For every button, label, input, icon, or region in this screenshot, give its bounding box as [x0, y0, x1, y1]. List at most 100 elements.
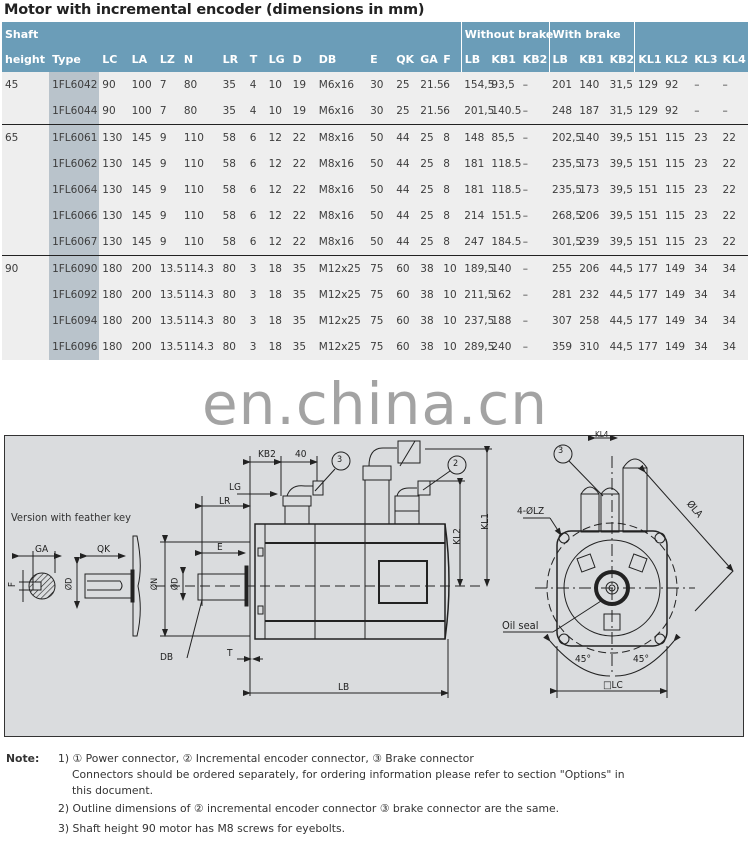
shaft-height-cell	[2, 151, 50, 177]
dim-label-f: F	[7, 581, 19, 588]
table-cell: M12x25	[315, 308, 368, 334]
table-cell: 58	[219, 203, 247, 229]
table-cell: 35	[289, 308, 316, 334]
table-cell: 58	[219, 229, 247, 256]
table-cell: M8x16	[315, 151, 368, 177]
table-cell: 9	[156, 151, 181, 177]
table-cell: 25	[417, 203, 441, 229]
table-cell: 90	[99, 98, 129, 125]
table-cell: 10	[265, 98, 290, 125]
table-cell: 151	[634, 124, 663, 151]
table-cell: 13.5	[156, 255, 183, 282]
table-cell: 34	[719, 308, 748, 334]
table-cell: 38	[417, 282, 441, 308]
table-cell: 110	[180, 151, 220, 177]
table-cell: 8	[440, 124, 462, 151]
table-cell: 44	[393, 177, 418, 203]
note-1: 1) ① Power connector, ② Incremental enco…	[58, 752, 474, 765]
table-cell: –	[519, 72, 550, 98]
table-cell: 44,5	[606, 282, 635, 308]
header-with-brake: With brake	[548, 22, 635, 47]
dim-label-lb: LB	[338, 682, 350, 693]
column-header: KL2	[662, 47, 692, 72]
table-cell: –	[691, 72, 720, 98]
table-cell: 23	[691, 229, 720, 256]
table-cell: 3	[246, 255, 266, 282]
table-cell: 130	[99, 151, 129, 177]
column-header: LB	[548, 47, 577, 72]
column-header: LC	[99, 47, 129, 72]
table-cell: 22	[719, 151, 748, 177]
table-cell: –	[519, 203, 550, 229]
shaft-height-cell	[2, 177, 50, 203]
table-cell: 50	[367, 151, 394, 177]
table-cell: 22	[719, 229, 748, 256]
table-cell: 22	[289, 229, 316, 256]
table-cell: 30	[367, 98, 394, 125]
table-cell: 85,5	[488, 124, 520, 151]
table-cell: 60	[393, 255, 418, 282]
column-header: D	[289, 47, 316, 72]
table-cell: 39,5	[606, 229, 635, 256]
shaft-height-cell	[2, 98, 50, 125]
callout-3-end: 3	[558, 446, 564, 456]
table-cell: 180	[99, 308, 129, 334]
table-cell: 151	[634, 203, 663, 229]
table-cell: 214	[461, 203, 489, 229]
table-cell: 200	[128, 255, 157, 282]
table-cell: 22	[289, 203, 316, 229]
column-header: GA	[417, 47, 441, 72]
table-cell: 10	[265, 72, 290, 98]
table-cell: 258	[576, 308, 607, 334]
table-cell: 58	[219, 177, 247, 203]
type-cell: 1FL6042	[49, 72, 100, 98]
table-cell: 60	[393, 308, 418, 334]
table-cell: 206	[576, 255, 607, 282]
type-cell: 1FL6096	[49, 334, 100, 360]
table-cell: 34	[719, 255, 748, 282]
table-cell: –	[519, 229, 550, 256]
table-cell: 8	[440, 229, 462, 256]
table-cell: 25	[393, 98, 418, 125]
table-cell: 12	[265, 124, 290, 151]
table-cell: 44	[393, 203, 418, 229]
table-cell: 149	[662, 308, 692, 334]
column-header: F	[440, 47, 462, 72]
table-cell: 25	[417, 151, 441, 177]
column-header: height	[2, 47, 50, 72]
table-cell: 44,5	[606, 334, 635, 360]
table-cell: 13.5	[156, 334, 183, 360]
table-cell: 8	[440, 151, 462, 177]
table-cell: 19	[289, 98, 316, 125]
table-cell: 189,5	[461, 255, 494, 282]
table-cell: 115	[662, 229, 692, 256]
angle-left: 45°	[575, 654, 591, 665]
table-cell: 115	[662, 151, 692, 177]
table-cell: 173	[576, 177, 607, 203]
dim-label-lz: 4-ØLZ	[517, 506, 545, 517]
table-cell: 18	[265, 255, 290, 282]
type-cell: 1FL6066	[49, 203, 100, 229]
table-cell: 23	[691, 203, 720, 229]
table-cell: 38	[417, 334, 441, 360]
table-cell: 34	[691, 282, 720, 308]
table-cell: 149	[662, 334, 692, 360]
table-cell: 22	[289, 124, 316, 151]
table-cell: 268,5	[549, 203, 582, 229]
table-cell: 151	[634, 177, 663, 203]
table-cell: 35	[219, 72, 247, 98]
table-cell: 10	[440, 282, 462, 308]
oil-seal-label: Oil seal	[502, 619, 539, 632]
table-cell: 58	[219, 124, 247, 151]
table-cell: 12	[265, 229, 290, 256]
table-cell: 22	[289, 177, 316, 203]
table-cell: 34	[719, 282, 748, 308]
table-cell: 44,5	[606, 255, 635, 282]
table-cell: 22	[719, 203, 748, 229]
table-cell: 7	[156, 72, 181, 98]
table-cell: 130	[99, 177, 129, 203]
